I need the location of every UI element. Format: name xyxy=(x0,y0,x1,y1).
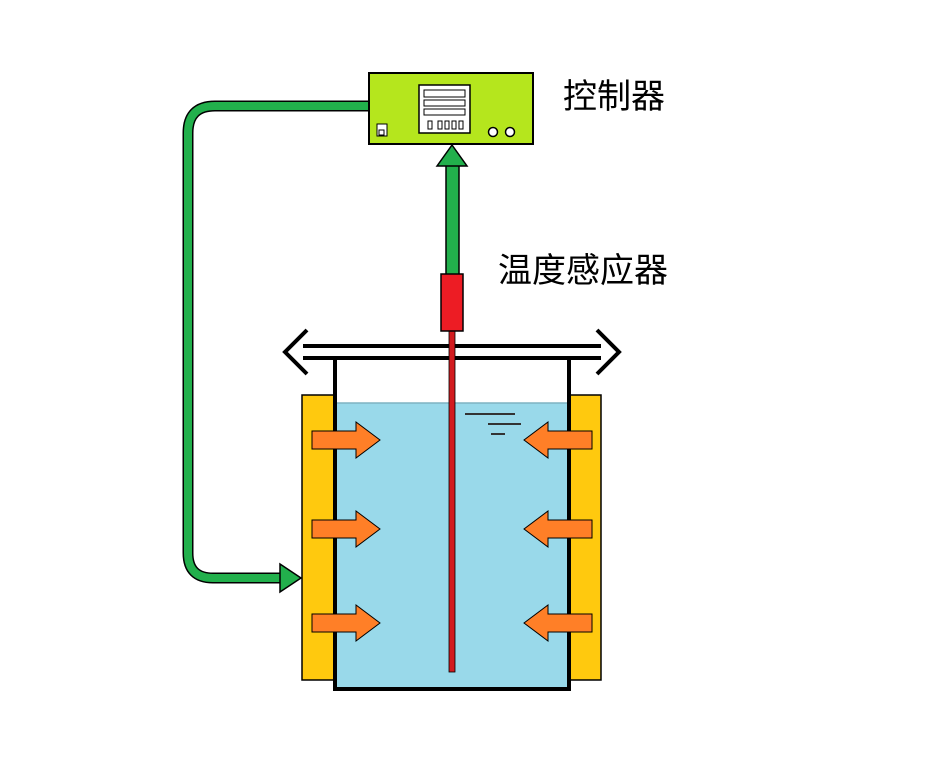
controller-unit xyxy=(368,72,534,145)
heat-arrows-right xyxy=(523,421,593,642)
water-surface-mark xyxy=(465,413,521,435)
heat-arrow xyxy=(311,421,381,459)
controller-to-heater-line xyxy=(182,100,370,594)
knob-icon xyxy=(487,126,499,138)
sensor-head xyxy=(440,273,464,332)
heater-input-arrowhead xyxy=(279,562,303,594)
sensor-rod xyxy=(448,329,456,673)
sensor-label: 温度感应器 xyxy=(498,251,668,291)
heat-arrow xyxy=(523,510,593,548)
heat-arrow xyxy=(311,510,381,548)
lcd-display-icon xyxy=(418,84,471,134)
heat-arrows-left xyxy=(311,421,381,642)
heat-arrow xyxy=(523,421,593,459)
heat-arrow xyxy=(523,604,593,642)
knob-icon xyxy=(504,126,516,138)
sensor-to-controller-line xyxy=(435,143,469,276)
floppy-icon xyxy=(376,123,388,137)
controller-input-arrowhead xyxy=(435,143,469,167)
heat-arrow xyxy=(311,604,381,642)
controller-label: 控制器 xyxy=(563,77,665,117)
temperature-sensor xyxy=(440,273,464,673)
